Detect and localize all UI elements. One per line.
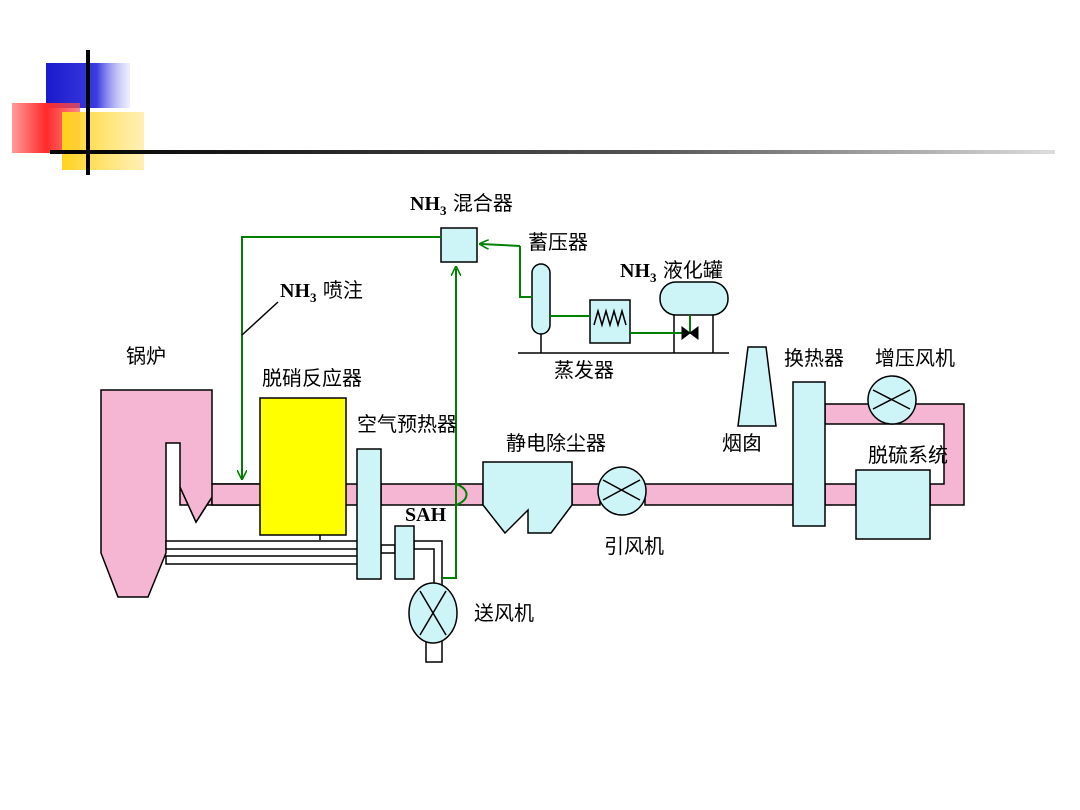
evaporator-label: 蒸发器 [554, 358, 614, 382]
heat-exchanger-label: 换热器 [784, 346, 844, 370]
fgd-absorber [855, 469, 931, 540]
accumulator-inlet-line [519, 246, 532, 298]
duct-preheater-to-esp [380, 483, 484, 506]
header-decoration [12, 50, 1055, 175]
evaporator-to-tank-line [630, 315, 691, 334]
chimney-stack [737, 346, 777, 427]
duct-esp-to-idfan [571, 483, 601, 506]
duct-idfan-to-exchanger [644, 483, 794, 506]
boiler-label: 锅炉 [126, 344, 166, 368]
booster-fan [867, 375, 917, 425]
header-vertical-rule [86, 50, 90, 175]
nh3-injection-line [242, 236, 441, 478]
hot-air-duct-lower [165, 555, 359, 565]
denox-reactor-label: 脱硝反应器 [262, 366, 362, 390]
id-fan-label: 引风机 [604, 534, 664, 558]
esp-label: 静电除尘器 [506, 431, 606, 455]
sah-heater [394, 525, 415, 580]
accumulator-label: 蓄压器 [528, 230, 588, 254]
duct-exchanger-to-fgd [824, 483, 857, 506]
nh3-injection-label: NH3 喷注 [280, 278, 363, 305]
booster-fan-label: 增压风机 [875, 346, 955, 370]
nh3-mixer [440, 227, 478, 263]
stack-label: 烟囱 [722, 431, 762, 455]
boiler-hopper [179, 486, 213, 524]
id-fan [597, 466, 647, 516]
fgd-system-label: 脱硫系统 [868, 443, 948, 467]
evaporator-box [589, 299, 631, 344]
coil-icon [593, 308, 627, 328]
fan-icon-blades [602, 479, 641, 501]
header-yellow-block [62, 112, 144, 170]
accumulator-tank [531, 263, 551, 335]
denox-reactor [259, 397, 347, 536]
air-preheater [356, 448, 382, 580]
hot-air-duct-upper [165, 540, 359, 550]
air-duct-preheater-to-sah [380, 544, 396, 554]
fd-fan-label: 送风机 [474, 601, 534, 625]
valve-icon [681, 326, 699, 340]
sah-label: SAH [405, 504, 447, 526]
tank-icon [659, 281, 729, 316]
header-horizontal-rule [50, 150, 1055, 154]
valve-body [681, 326, 699, 340]
duct-boiler-to-reactor [211, 483, 263, 506]
fan-icon-blades [872, 389, 911, 410]
injection-leader-line [241, 301, 279, 336]
nh3-mixer-label: NH3 混合器 [410, 191, 513, 218]
fan-icon-blades [419, 590, 447, 636]
electrostatic-precipitator [482, 461, 573, 535]
ammonia-lines [242, 236, 691, 579]
accumulator-to-mixer-line [481, 244, 521, 246]
heat-exchanger [792, 381, 826, 527]
air-preheater-label: 空气预热器 [357, 412, 457, 436]
dilution-air-crossover [455, 483, 468, 506]
fd-fan [408, 582, 458, 644]
nh3-tank-label: NH3 液化罐 [620, 258, 723, 285]
dilution-air-line-lower [442, 479, 457, 579]
